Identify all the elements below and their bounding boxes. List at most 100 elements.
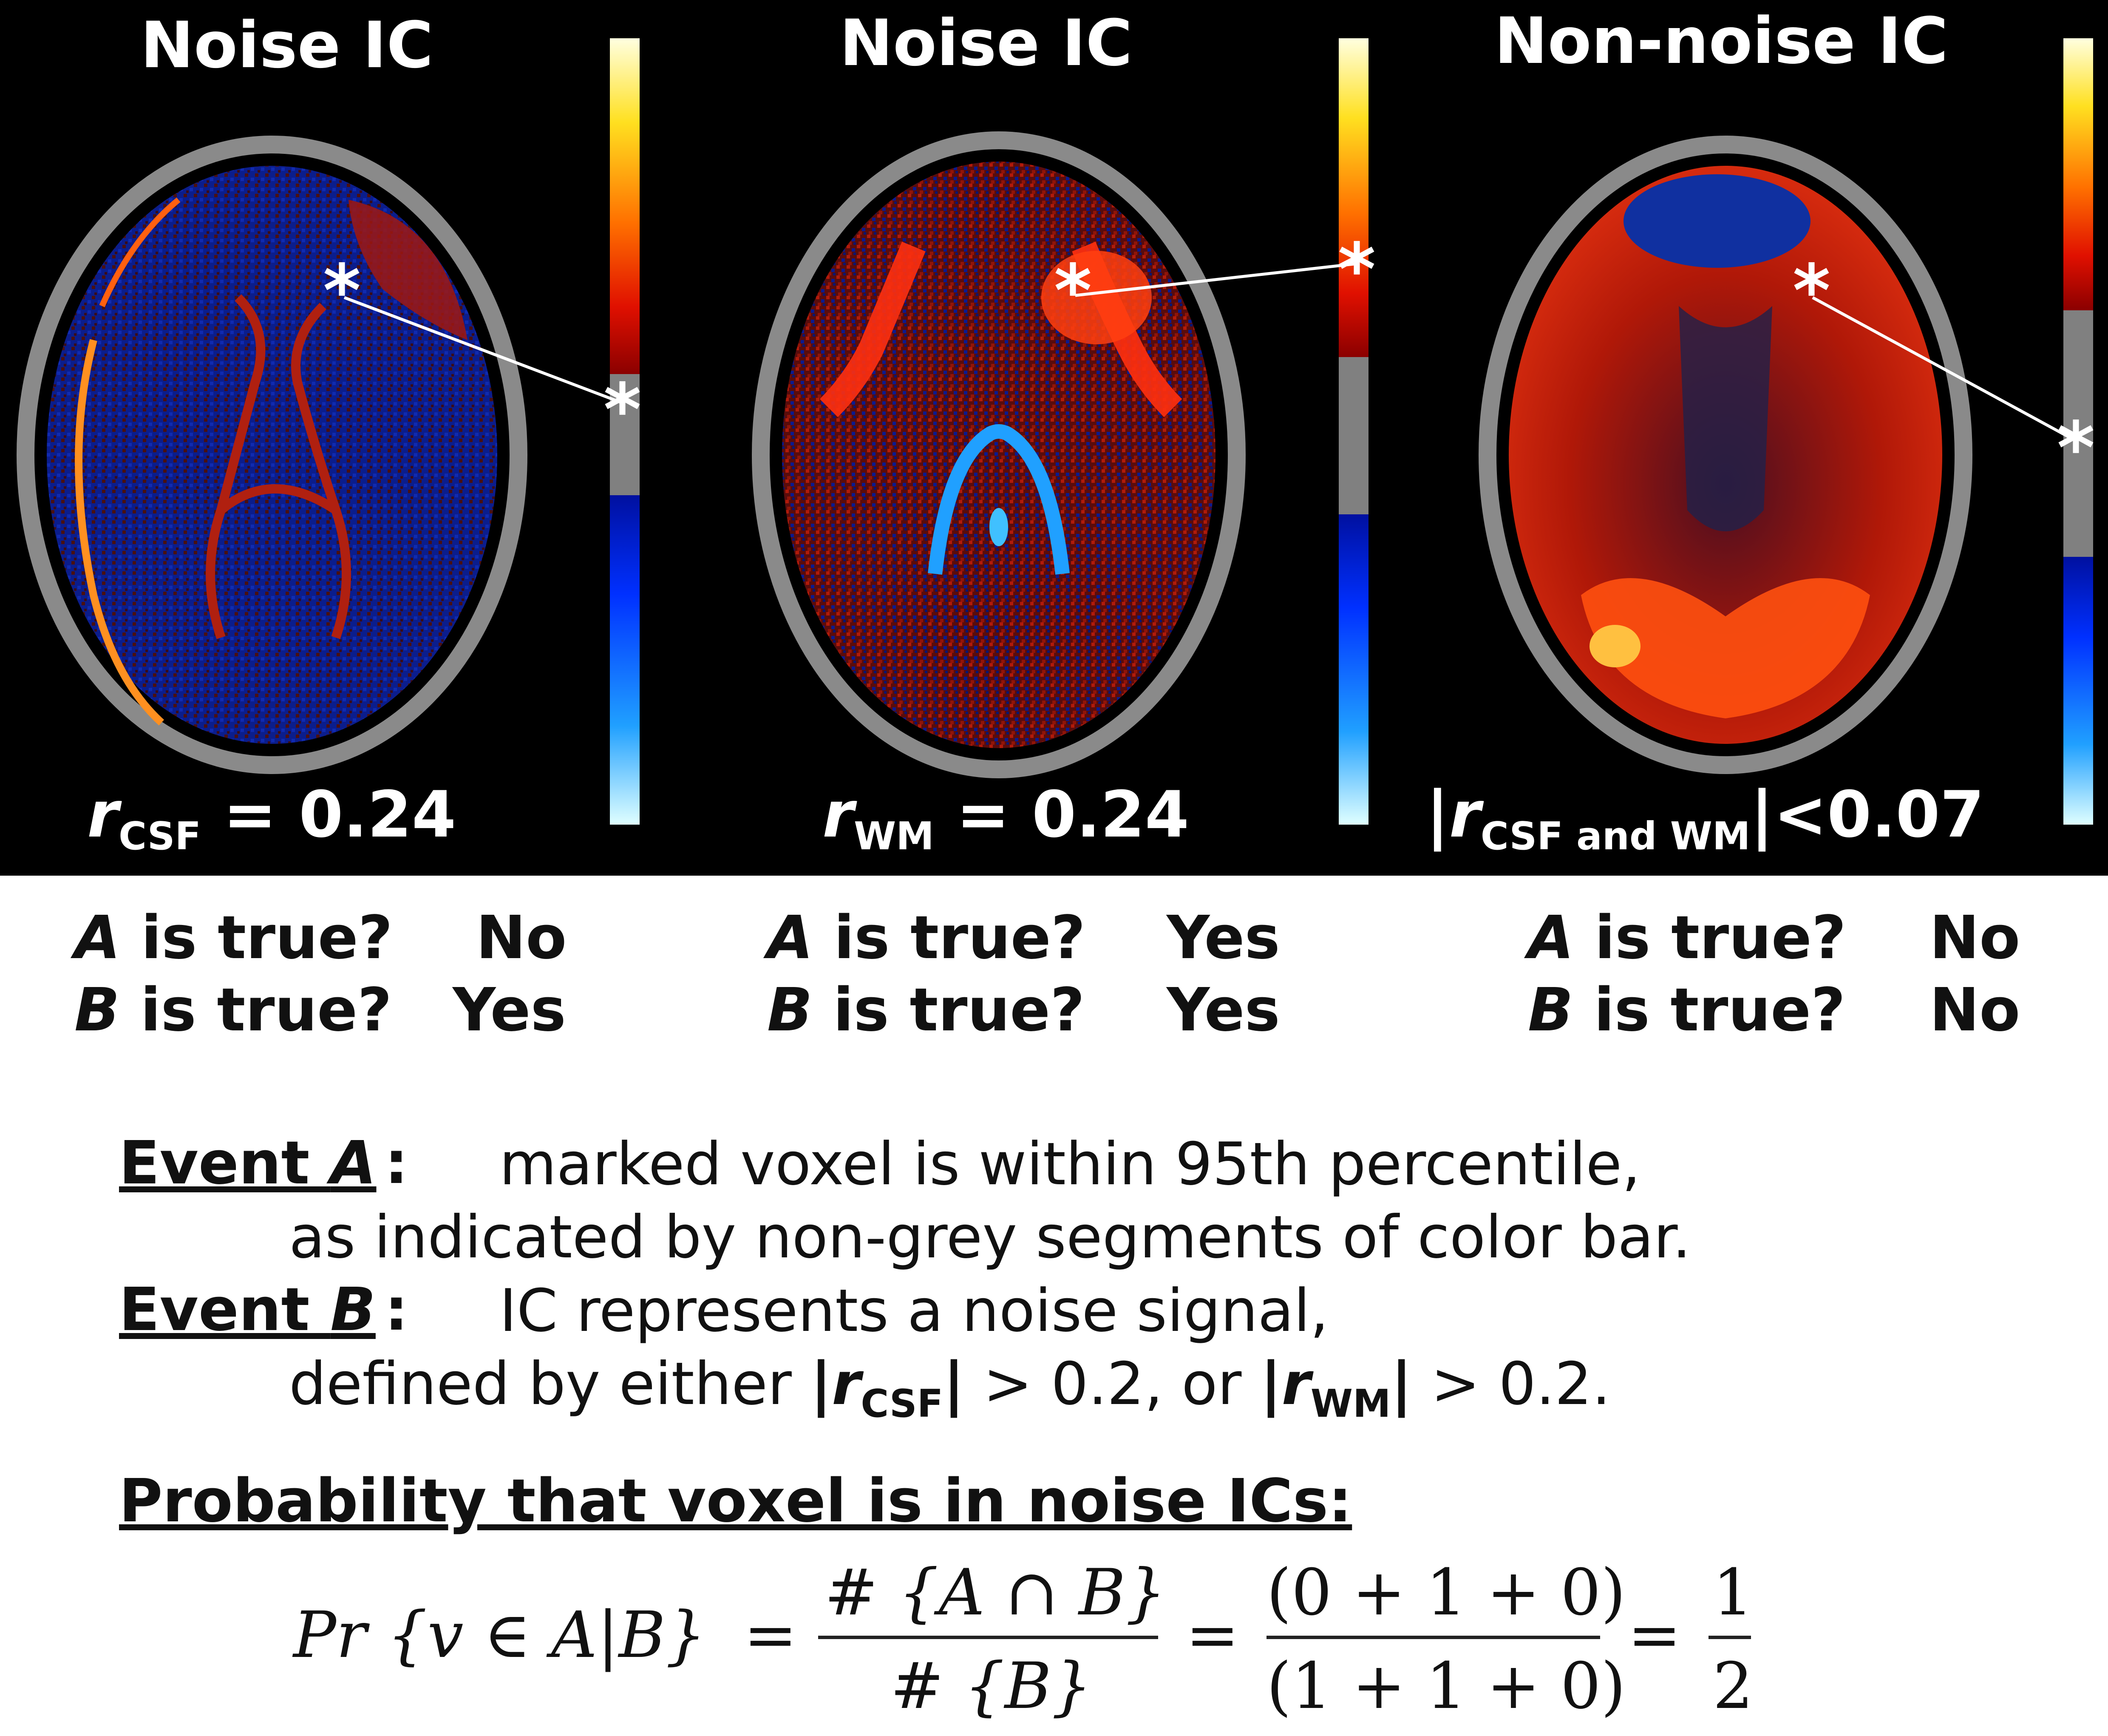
- fraction-3-numerator: 1: [1713, 1556, 1754, 1630]
- q-b-1-answer: Yes: [453, 976, 566, 1045]
- occipital-activation-3: [1581, 578, 1870, 718]
- q-a-2-answer: Yes: [1167, 903, 1280, 973]
- corr-2-symbol: r: [822, 778, 854, 852]
- r-csf-symbol: r: [832, 1350, 861, 1418]
- corr-3-prefix: |: [1426, 778, 1449, 852]
- event-b-letter: B: [330, 1275, 376, 1345]
- fraction-1-bar: [818, 1636, 1158, 1639]
- event-b-line2-mid: > 0.2, or: [964, 1350, 1261, 1418]
- q-a-2-text: is true?: [813, 903, 1085, 973]
- q-b-3-text: is true?: [1573, 976, 1846, 1045]
- brain-map-2: [752, 131, 1246, 778]
- abs2-open: |: [1260, 1350, 1282, 1418]
- q-b-2-letter: B: [767, 976, 813, 1045]
- frontal-blue-3: [1624, 174, 1810, 268]
- bar-marker-2: *: [1338, 228, 1376, 312]
- event-a-colon: :: [385, 1129, 408, 1197]
- q-b-3-letter: B: [1528, 976, 1573, 1045]
- q-b-3: B is true?: [1528, 976, 1845, 1045]
- colorbar-1: [610, 38, 640, 825]
- colorbar-2-hot: [1339, 38, 1368, 357]
- brain-tissue-1: [47, 166, 497, 744]
- event-a-heading: Event A: [119, 1129, 377, 1198]
- ventricle-outline-1: [206, 294, 351, 639]
- r-csf-sub: CSF: [861, 1381, 944, 1426]
- voxel-marker-2: *: [1054, 249, 1092, 333]
- panel-1-title: Noise IC: [140, 9, 434, 82]
- wm-hotspot-2: [1041, 251, 1152, 344]
- fraction-2-denominator: (1 + 1 + 0): [1266, 1649, 1626, 1723]
- skull-outline-2: [752, 131, 1246, 778]
- q-b-3-answer: No: [1930, 976, 2020, 1045]
- formula-eq1: =: [744, 1598, 797, 1672]
- colorbar-3-hot: [2063, 38, 2093, 310]
- colorbar-2-grey: [1339, 357, 1368, 514]
- event-b-colon: :: [385, 1275, 408, 1344]
- panel-2-correlation: rWM = 0.24: [822, 778, 1189, 859]
- voxel-marker-3: *: [1793, 249, 1830, 333]
- event-a-line2: as indicated by non-grey segments of col…: [289, 1203, 1691, 1271]
- colorbar-3: [2063, 38, 2093, 825]
- fraction-3-denominator: 2: [1713, 1649, 1754, 1723]
- brain-maps-strip: [0, 0, 2108, 876]
- q-a-3-letter: A: [1528, 903, 1574, 973]
- probability-title: Probability that voxel is in noise ICs:: [119, 1467, 1352, 1536]
- r-wm-symbol: r: [1281, 1350, 1311, 1418]
- colorbar-1-hot: [610, 38, 640, 374]
- q-b-2-text: is true?: [812, 976, 1085, 1045]
- formula-eq3: =: [1628, 1598, 1681, 1672]
- corr-3-symbol: r: [1449, 778, 1481, 852]
- q-a-1-text: is true?: [120, 903, 393, 973]
- formula-lhs: Pr {v ∈ A|B}: [293, 1598, 706, 1672]
- edge-activation-1: [75, 339, 164, 726]
- q-a-1-letter: A: [74, 903, 121, 973]
- brain-map-3: [1479, 136, 1972, 774]
- abs1-close: |: [943, 1350, 965, 1418]
- panel-3-title: Non-noise IC: [1494, 4, 1949, 78]
- r-wm-sub: WM: [1310, 1381, 1391, 1426]
- formula-eq2: =: [1186, 1598, 1239, 1672]
- q-b-1-letter: B: [74, 976, 120, 1045]
- fraction-1-denominator: # {B}: [890, 1649, 1092, 1723]
- edge-activation-1b: [99, 197, 181, 307]
- colorbar-1-cold: [610, 495, 640, 825]
- ventricle-blue-2: [928, 424, 1070, 575]
- event-b-line2-post: > 0.2.: [1412, 1350, 1611, 1418]
- q-a-2: A is true?: [767, 903, 1085, 973]
- connector-line-2: [1075, 262, 1358, 297]
- abs2-close: |: [1391, 1350, 1412, 1418]
- skull-outline-1: [17, 136, 527, 774]
- connector-line-1: [343, 296, 626, 406]
- corr-1-sub: CSF: [118, 814, 201, 859]
- event-a-letter: A: [330, 1129, 377, 1198]
- corr-2-sub: WM: [853, 814, 934, 859]
- fraction-1-numerator: # {A ∩ B}: [824, 1556, 1166, 1630]
- frontal-activation-1: [348, 200, 468, 340]
- event-b-line2: defined by either |rCSF| > 0.2, or |rWM|…: [289, 1350, 1611, 1426]
- q-b-2: B is true?: [767, 976, 1085, 1045]
- connector-line-3: [1812, 296, 2079, 444]
- q-a-3-text: is true?: [1574, 903, 1846, 973]
- event-b-line1: IC represents a noise signal,: [499, 1276, 1329, 1345]
- event-b-prefix: Event: [119, 1275, 331, 1345]
- brain-map-1: [17, 136, 527, 774]
- fraction-2-numerator: (0 + 1 + 0): [1266, 1556, 1626, 1630]
- corr-1-value: = 0.24: [201, 778, 456, 852]
- colorbar-3-grey: [2063, 310, 2093, 557]
- event-b-line2-pre: defined by either: [289, 1350, 810, 1418]
- fraction-3-bar: [1708, 1636, 1751, 1639]
- bar-marker-3: *: [2057, 406, 2095, 491]
- q-a-3: A is true?: [1528, 903, 1846, 973]
- colorbar-2: [1339, 38, 1368, 825]
- q-a-1: A is true?: [74, 903, 393, 973]
- bar-marker-1: *: [604, 368, 641, 452]
- wm-tract-left-2: [819, 241, 926, 417]
- midline-blue-3: [1679, 306, 1772, 531]
- ventricle-center-2: [989, 508, 1008, 546]
- q-a-1-answer: No: [476, 903, 567, 973]
- q-a-2-letter: A: [767, 903, 813, 973]
- brain-tissue-2: [782, 162, 1216, 748]
- event-b-heading: Event B: [119, 1275, 376, 1345]
- event-a-prefix: Event: [119, 1129, 331, 1198]
